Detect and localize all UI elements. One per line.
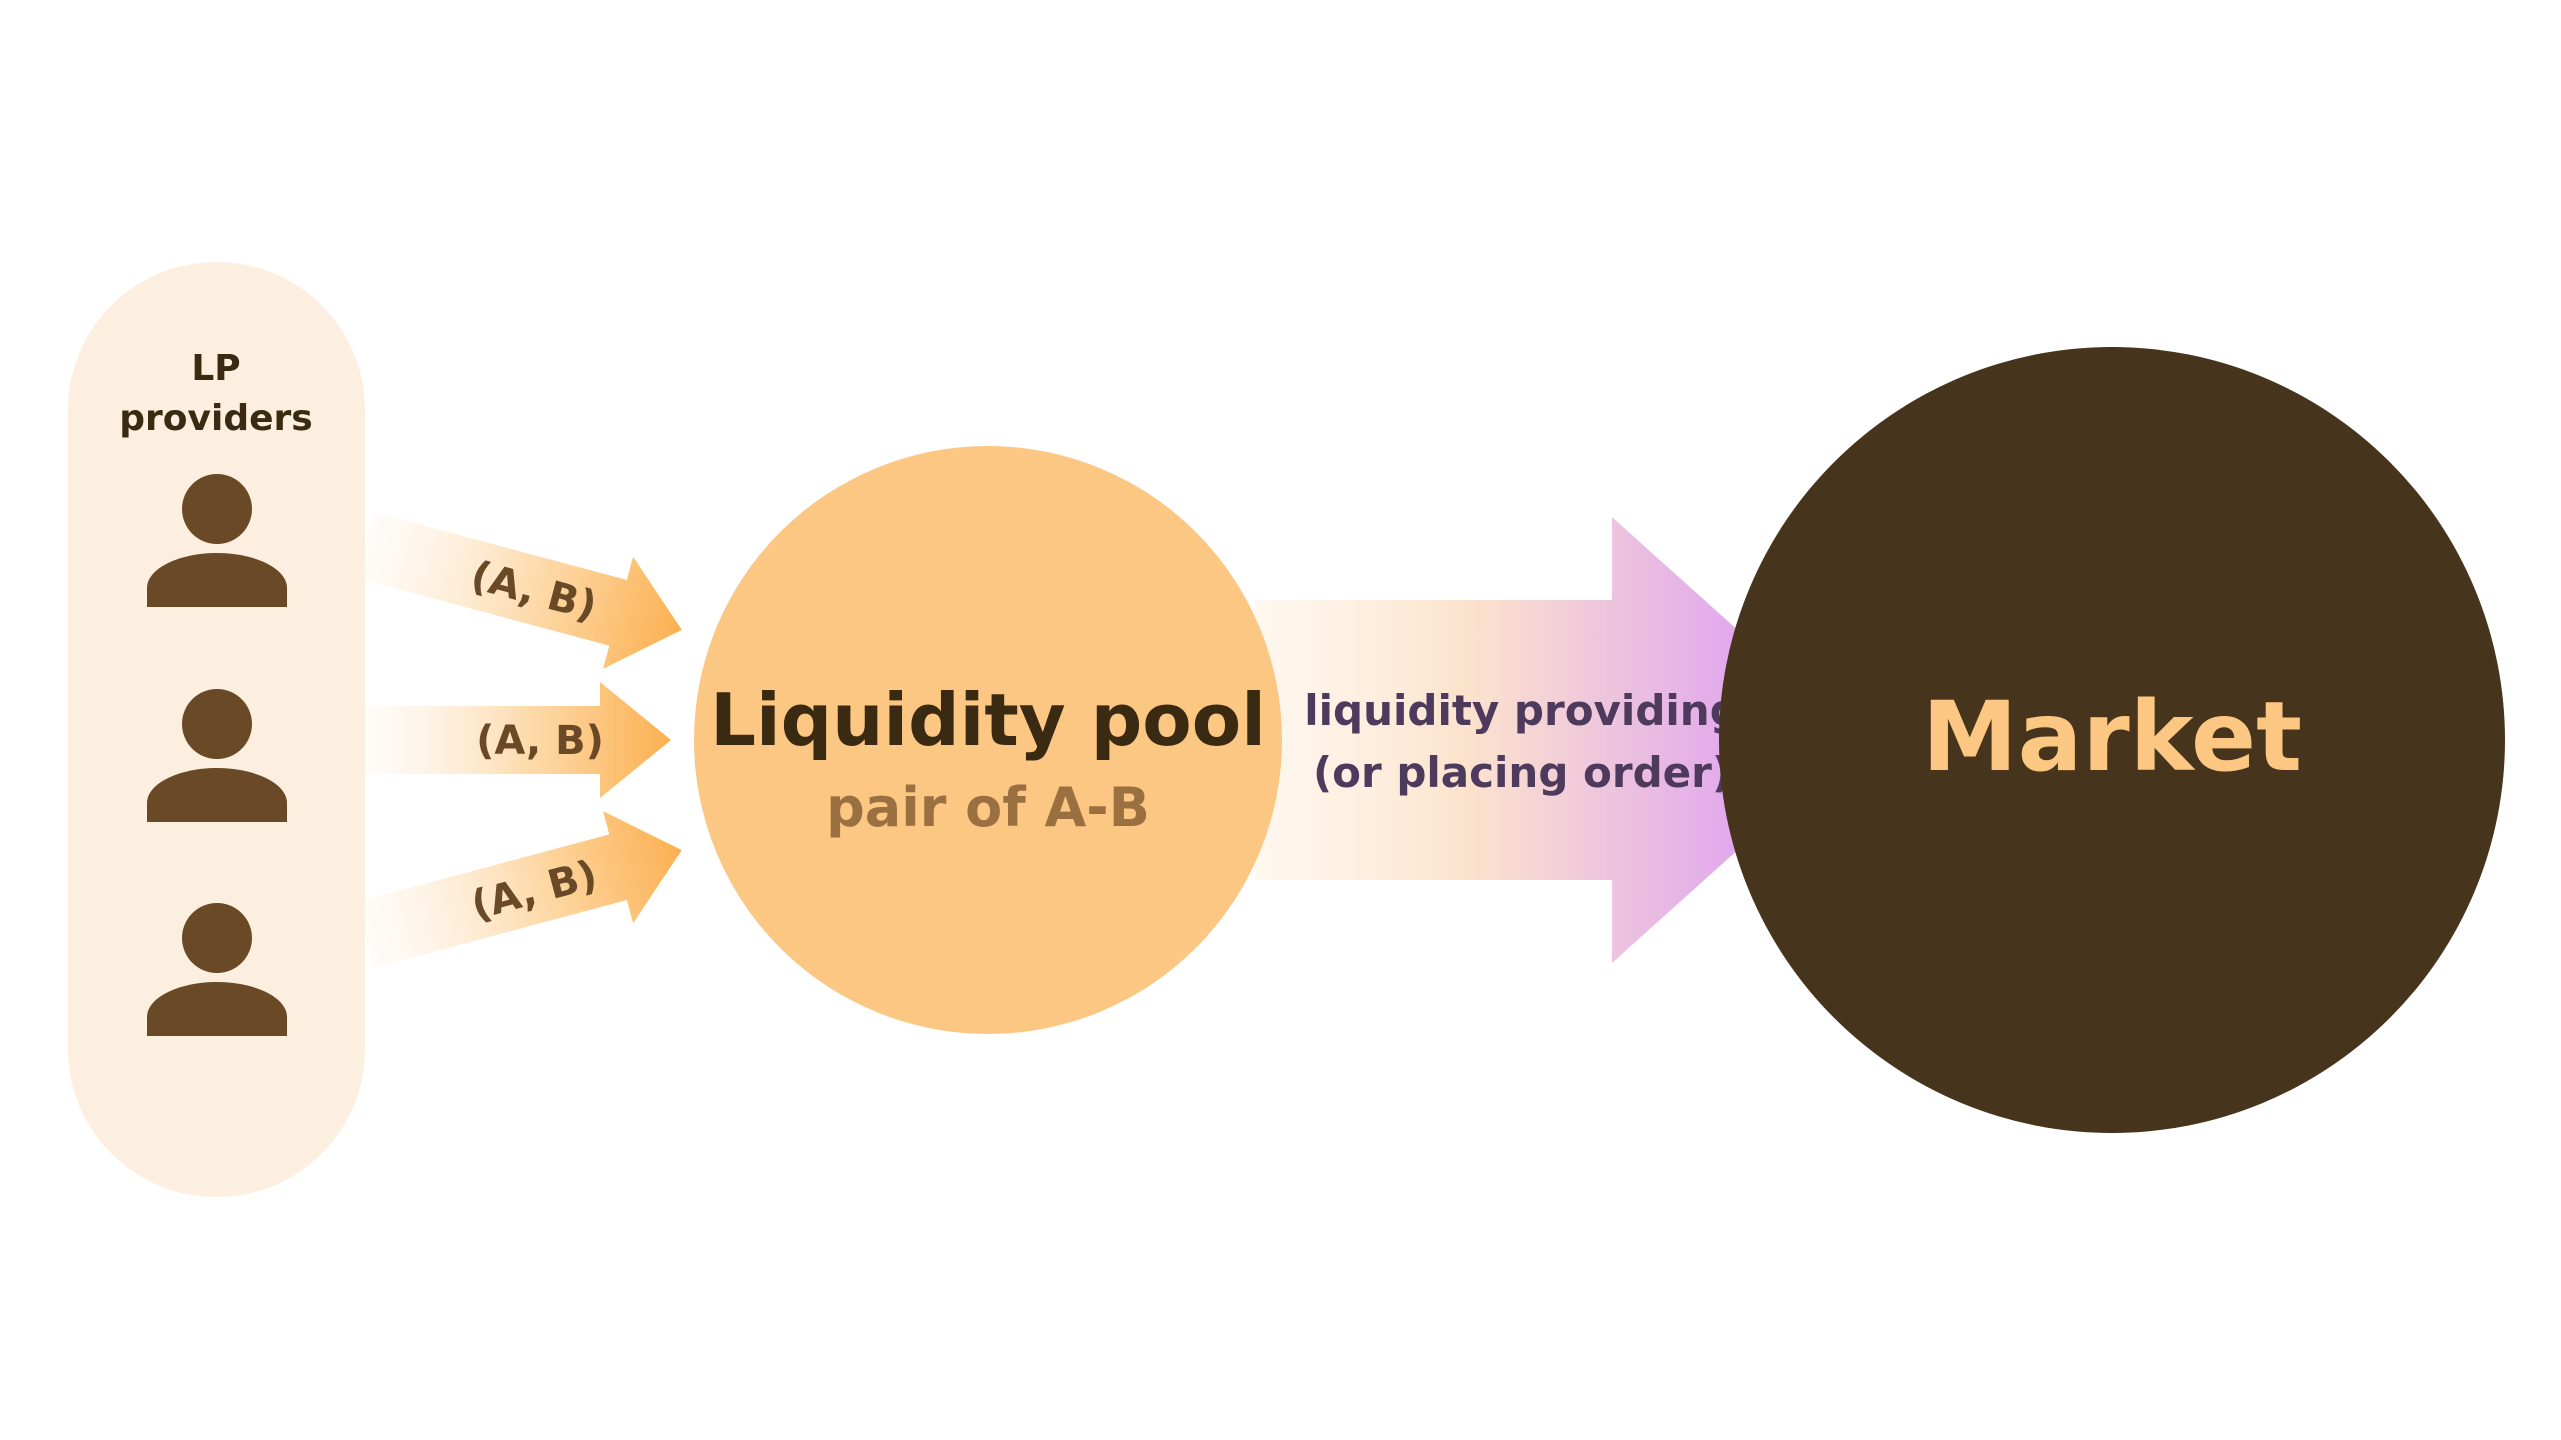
flow-arrow-top: (A, B) [356,512,682,669]
liquidity-pool-node: Liquidity pool pair of A-B [694,446,1282,1034]
liquidity-pool-subtitle: pair of A-B [826,776,1150,839]
flow-arrow-shape [365,682,671,798]
market-title: Market [1922,681,2302,793]
flow-arrow-bottom: (A, B) [356,811,682,968]
flow-arrow-middle: (A, B) [365,682,671,798]
lp-providers-panel: LP providers [68,262,365,1197]
person-icon [147,689,287,822]
liquidity-pool-circle [694,446,1282,1034]
person-icon [147,903,287,1036]
liquidity-pool-title: Liquidity pool [710,678,1266,762]
flow-label: (A, B) [476,718,604,764]
big-arrow-label-line2: (or placing order) [1313,748,1731,797]
liquidity-providing-arrow: liquidity providing (or placing order) [1255,517,1860,963]
big-arrow-shape [1255,517,1860,963]
providers-title-line1: LP [191,348,240,389]
person-icon [147,474,287,607]
flow-arrow-shape [356,512,682,669]
flow-arrow-shape [356,811,682,968]
providers-title-line2: providers [119,398,312,439]
market-circle [1719,347,2505,1133]
market-node: Market [1719,347,2505,1133]
big-arrow-label-line1: liquidity providing [1304,686,1740,735]
